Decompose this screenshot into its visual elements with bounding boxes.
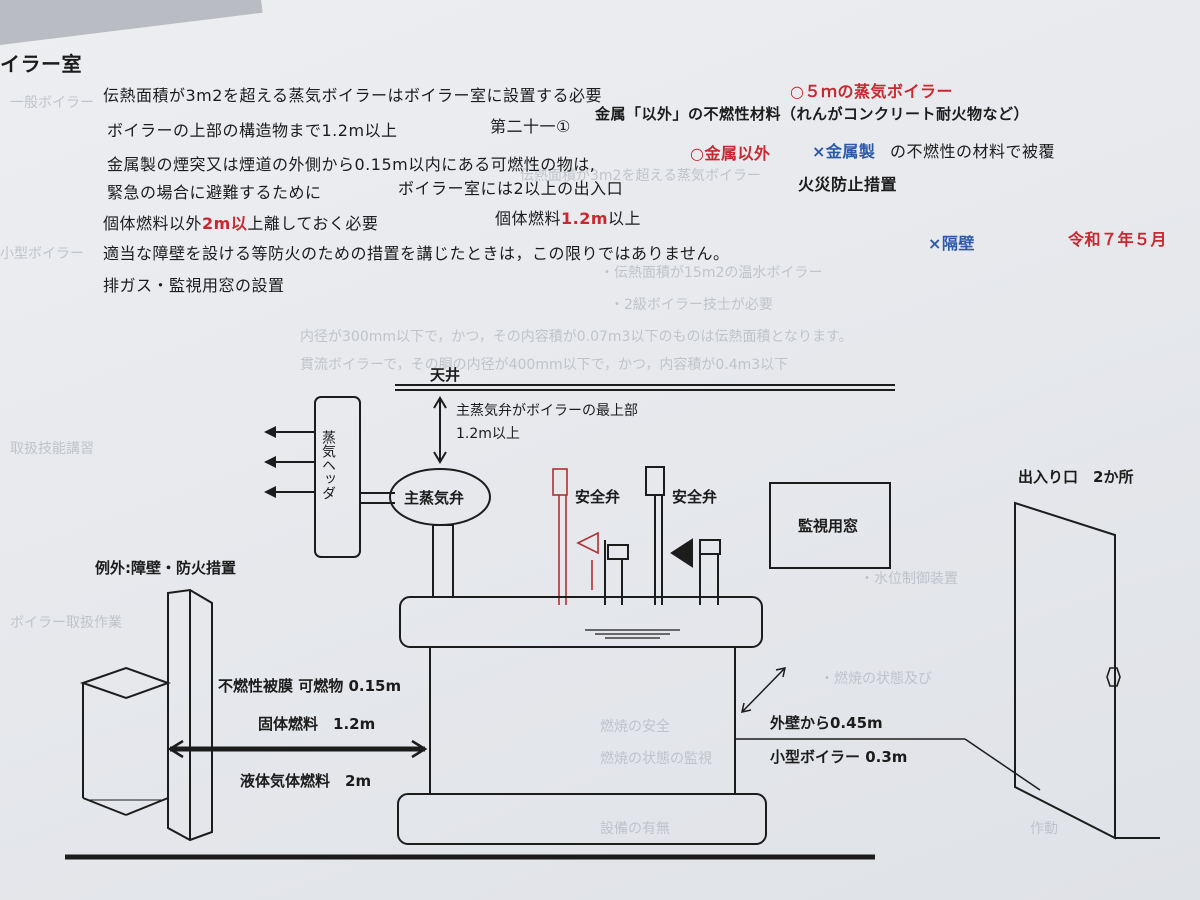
exit-door <box>1014 501 1116 840</box>
bleed-through-text: ・伝熱面積が15m2の温水ボイラー <box>600 265 823 281</box>
fuel-tank-bottom-b <box>125 797 169 816</box>
exit-label: 出入り口 2か所 <box>1018 468 1133 486</box>
text-line-3: 金属製の煙突又は煙道の外側から0.15m以内にある可燃性の物は, <box>107 155 596 174</box>
page-title: イラー室 <box>0 52 82 76</box>
boiler-body <box>429 646 736 795</box>
exception-label: 例外:障壁・防火措置 <box>95 559 236 577</box>
note-date: 令和７年５月 <box>1068 230 1168 249</box>
text-line-5-a: 個体燃料以外 <box>103 214 203 233</box>
text-line-5-red2: 1.2m <box>561 209 609 228</box>
safety-valve-1-label: 安全弁 <box>575 488 620 506</box>
safety-valve-1-weight <box>607 544 629 560</box>
small-boiler-pointer-diag <box>964 738 1041 791</box>
outer-wall-arrow-head-b <box>775 667 786 678</box>
bleed-through-text: 燃焼の状態の監視 <box>600 751 712 767</box>
noncombustible-label: 不燃性被膜 可燃物 0.15m <box>218 677 401 695</box>
text-line-5-d: 以上 <box>608 209 642 228</box>
outer-wall-arrow <box>741 667 786 713</box>
ceiling-label: 天井 <box>430 366 460 384</box>
distance-arrow-head-right <box>411 739 428 759</box>
note-non-metal: ○金属以外 <box>690 144 771 163</box>
safety-valve-2-symbol <box>670 538 693 568</box>
text-line-1: 伝熱面積が3m2を超える蒸気ボイラーはボイラー室に設置する必要 <box>103 86 602 105</box>
header-arrow-3 <box>264 486 276 498</box>
header-arrow-2 <box>264 456 276 468</box>
outer-wall-arrow-head-a <box>741 702 752 713</box>
text-line-4-exit: ボイラー室には2以上の出入口 <box>398 179 624 198</box>
liquid-fuel-label: 液体気体燃料 2m <box>240 772 371 790</box>
header-arrow-1 <box>264 426 276 438</box>
clearance-arrow-head-up <box>433 396 447 409</box>
note-fire-prevention: 火災防止措置 <box>798 175 898 194</box>
distance-arrow-head-left <box>167 739 184 759</box>
text-line-5-solid: 個体燃料1.2m以上 <box>495 205 641 229</box>
bleed-through-text: 伝熱面積が3m2を超える蒸気ボイラー <box>520 168 762 184</box>
boiler-top-drum <box>399 596 763 648</box>
bleed-through-text: 内径が300mm以下で，かつ，その内容積が0.07m3以下のものは伝熱面積となり… <box>300 329 853 345</box>
bleed-through-text: 小型ボイラー <box>0 246 84 262</box>
main-valve-stem <box>432 524 454 598</box>
article-ref: 第二十一① <box>490 117 571 136</box>
text-line-6: 適当な障壁を設ける等防火のための措置を講じたときは，この限りではありません。 <box>103 244 730 263</box>
top-clearance-label: 1.2m以上 <box>456 426 520 442</box>
bleed-through-text: 取扱技能講習 <box>10 441 94 457</box>
note-metal: ×金属製 <box>812 142 876 161</box>
fuel-tank-top <box>79 666 171 700</box>
safety-valve-2-pipe-top <box>645 466 665 496</box>
text-line-2: ボイラーの上部の構造物まで1.2m以上 <box>107 121 398 140</box>
door-knob <box>1106 667 1121 687</box>
fuel-tank-bottom-a <box>82 797 127 816</box>
small-boiler-label: 小型ボイラー 0.3m <box>770 748 907 766</box>
safety-valve-1-symbol <box>576 531 599 555</box>
bleed-through-text: ・水位制御装置 <box>860 571 958 587</box>
bleed-through-text: 作動 <box>1030 821 1058 837</box>
clearance-arrow-head-down <box>433 451 447 464</box>
safety-valve-2-label: 安全弁 <box>672 488 717 506</box>
main-valve-label: 主蒸気弁 <box>404 489 464 507</box>
steam-header-box <box>314 396 361 558</box>
text-line-5-red: 2m以 <box>202 214 248 233</box>
top-valve-note: 主蒸気弁がボイラーの最上部 <box>456 403 638 419</box>
bleed-through-text: 燃焼の安全 <box>600 719 670 735</box>
note-5m-steam-boiler: ○５ｍの蒸気ボイラー <box>790 82 953 101</box>
text-line-7: 排ガス・監視用窓の設置 <box>103 276 285 295</box>
text-line-4: 緊急の場合に避難するために <box>107 183 322 202</box>
safety-valve-2-weight <box>699 539 721 555</box>
bleed-through-text: ・燃焼の状態及び <box>820 671 932 687</box>
outer-wall-label: 外壁から0.45m <box>769 714 883 732</box>
text-line-5-c: 個体燃料 <box>495 209 562 228</box>
bleed-through-text: 一般ボイラー <box>10 95 94 111</box>
monitor-window-label: 監視用窓 <box>798 517 858 535</box>
monitor-window-box <box>769 482 891 569</box>
bleed-through-text: 設備の有無 <box>600 821 670 837</box>
solid-fuel-label: 固体燃料 1.2m <box>258 715 375 733</box>
bleed-through-text: 貫流ボイラーで，その胴の内径が400mm以下で，かつ，内容積が0.4m3以下 <box>300 357 789 373</box>
bleed-through-text: ボイラー取扱作業 <box>10 615 122 631</box>
text-line-5-b: 上離しておく必要 <box>247 214 379 233</box>
steam-header-label: 蒸気ヘッダ <box>320 430 336 500</box>
material-note: 金属「以外」の不燃性材料（れんがコンクリート耐火物など） <box>595 105 1030 123</box>
bleed-through-text: ・2級ボイラー技士が必要 <box>610 297 773 313</box>
coating-note: の不燃性の材料で被覆 <box>890 142 1056 161</box>
note-partition: ×隔壁 <box>928 234 975 253</box>
text-line-5: 個体燃料以外2m以上離しておく必要 <box>103 210 378 234</box>
boiler-base <box>397 793 767 845</box>
safety-valve-1-pipe-top <box>552 468 568 496</box>
